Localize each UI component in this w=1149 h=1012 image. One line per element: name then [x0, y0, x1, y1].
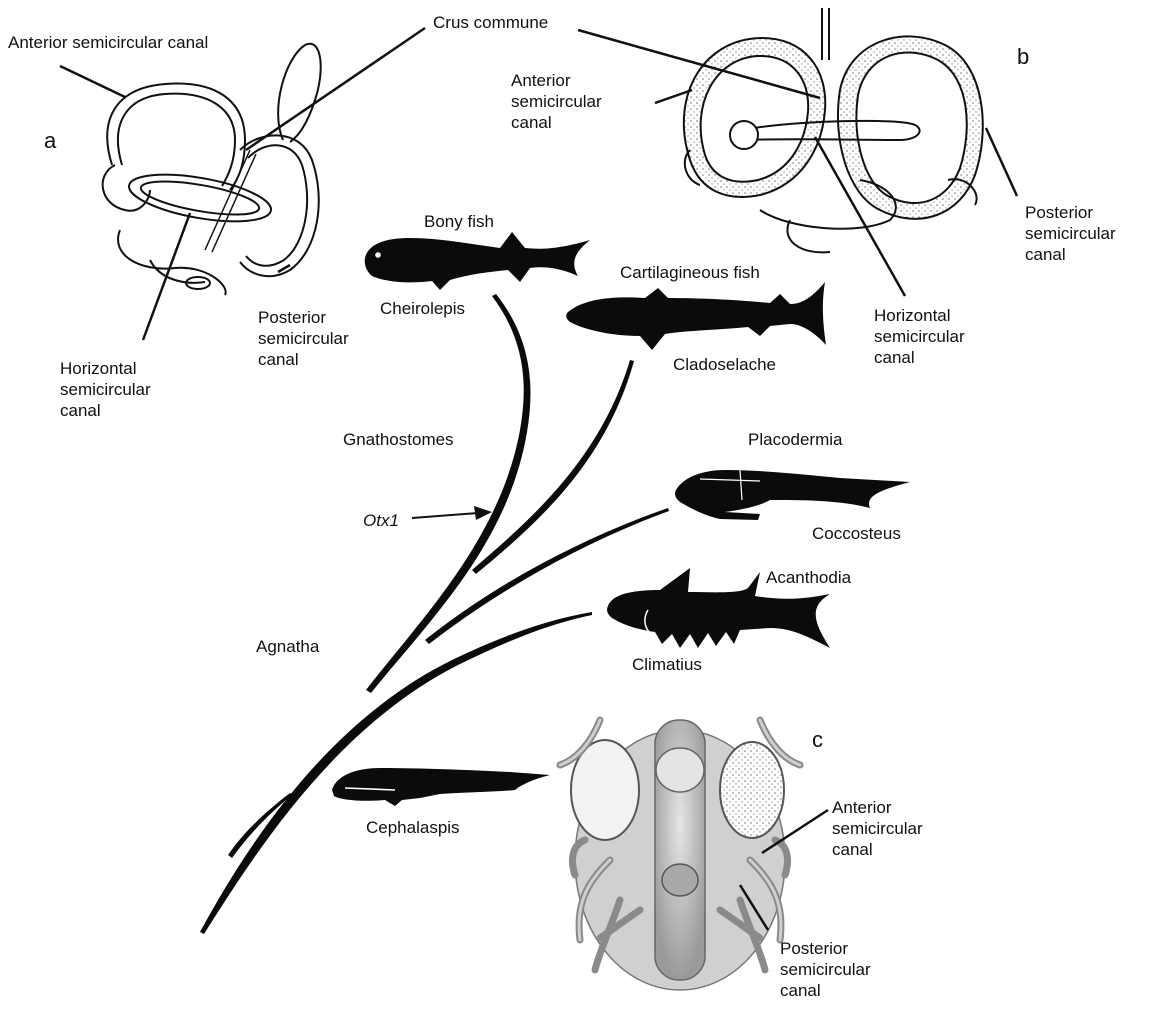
label-line: Horizontal	[60, 358, 151, 379]
label-coccosteus: Coccosteus	[812, 523, 901, 544]
label-c-anterior-canal: Anterior semicircular canal	[832, 797, 923, 860]
label-line: canal	[258, 349, 349, 370]
branch-bony-fish	[366, 294, 530, 693]
label-line: canal	[60, 400, 151, 421]
label-line: semicircular	[258, 328, 349, 349]
label-line: Anterior	[511, 70, 602, 91]
label-agnatha: Agnatha	[256, 636, 319, 657]
panel-letter-a: a	[44, 128, 56, 154]
label-line: Posterior	[1025, 202, 1116, 223]
label-line: Anterior	[832, 797, 923, 818]
panel-letter-b: b	[1017, 44, 1029, 70]
label-line: Posterior	[258, 307, 349, 328]
label-line: canal	[832, 839, 923, 860]
label-line: semicircular	[780, 959, 871, 980]
label-b-horizontal-canal: Horizontal semicircular canal	[874, 305, 965, 368]
label-otx1: Otx1	[363, 510, 399, 531]
label-line: semicircular	[832, 818, 923, 839]
label-cladoselache: Cladoselache	[673, 354, 776, 375]
label-cephalaspis: Cephalaspis	[366, 817, 460, 838]
label-line: semicircular	[1025, 223, 1116, 244]
label-c-posterior-canal: Posterior semicircular canal	[780, 938, 871, 1001]
label-b-crus-commune: Crus commune	[433, 12, 548, 33]
fish-coccosteus-silhouette	[675, 470, 910, 520]
label-bony-fish: Bony fish	[424, 211, 494, 232]
label-climatius: Climatius	[632, 654, 702, 675]
fish-cephalaspis-silhouette	[332, 768, 550, 806]
label-line: canal	[511, 112, 602, 133]
label-line: Posterior	[780, 938, 871, 959]
label-line: canal	[1025, 244, 1116, 265]
panel-b-labyrinth	[684, 8, 983, 252]
label-placodermia: Placodermia	[748, 429, 843, 450]
label-cheirolepis: Cheirolepis	[380, 298, 465, 319]
label-line: canal	[874, 347, 965, 368]
label-b-posterior-canal: Posterior semicircular canal	[1025, 202, 1116, 265]
otx1-arrow	[412, 506, 492, 520]
panel-c-brain-rendering	[560, 720, 800, 990]
branch-cartilagineous	[472, 360, 634, 574]
label-line: semicircular	[874, 326, 965, 347]
label-b-anterior-canal: Anterior semicircular canal	[511, 70, 602, 133]
fish-cladoselache-silhouette	[566, 282, 826, 350]
label-a-horizontal-canal: Horizontal semicircular canal	[60, 358, 151, 421]
label-a-posterior-canal: Posterior semicircular canal	[258, 307, 349, 370]
label-line: semicircular	[60, 379, 151, 400]
panel-a-labyrinth	[103, 44, 321, 295]
label-line: canal	[780, 980, 871, 1001]
fish-cheirolepis-silhouette	[365, 232, 590, 290]
label-cartilagineous-fish: Cartilagineous fish	[620, 262, 760, 283]
label-a-anterior-canal: Anterior semicircular canal	[8, 32, 208, 53]
label-gnathostomes: Gnathostomes	[343, 429, 454, 450]
label-line: semicircular	[511, 91, 602, 112]
panel-letter-c: c	[812, 727, 823, 753]
label-acanthodia: Acanthodia	[766, 567, 851, 588]
label-line: Horizontal	[874, 305, 965, 326]
